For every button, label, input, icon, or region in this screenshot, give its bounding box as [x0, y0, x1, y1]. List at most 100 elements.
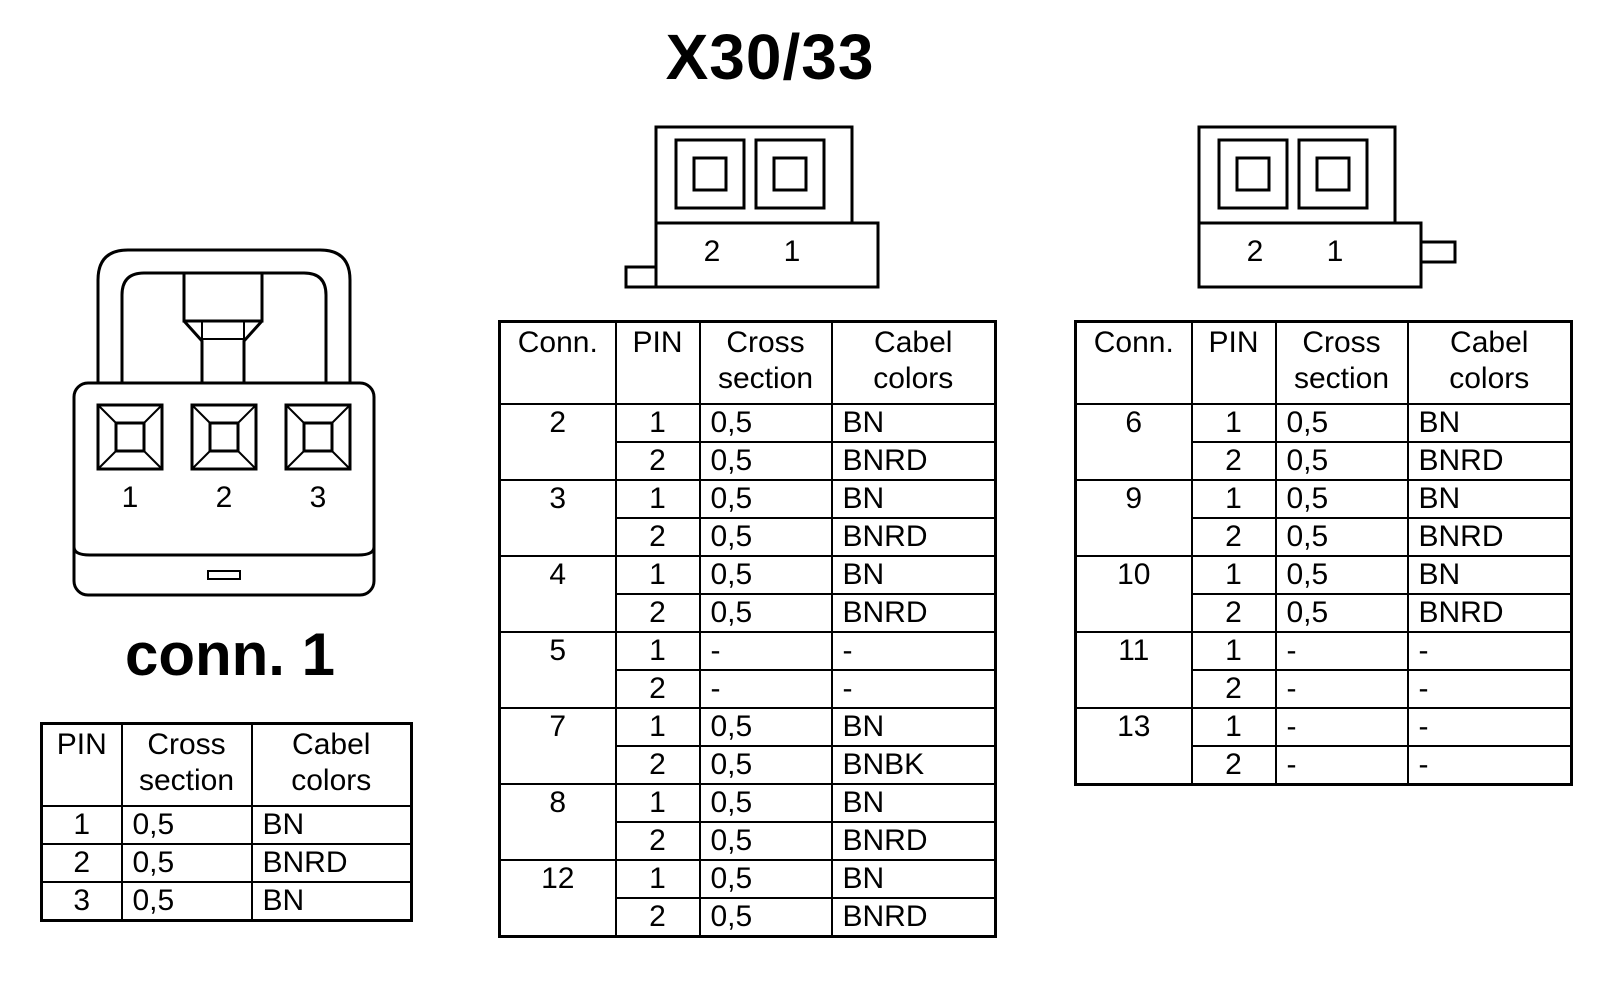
pin-cell: 2 — [614, 669, 701, 709]
cross-section-cell: 0,5 — [698, 517, 833, 557]
cross-section-cell: 0,5 — [698, 897, 833, 938]
cross-section-cell: 0,5 — [1274, 479, 1409, 519]
connector-number-cell: 6 — [1074, 403, 1193, 481]
pin-cell: 1 — [614, 707, 701, 747]
cross-section-cell: 0,5 — [1274, 441, 1409, 481]
cable-color-cell: BN — [830, 783, 997, 823]
table-row: 2-- — [500, 669, 997, 709]
right-connector-drawing: 2 1 — [1197, 125, 1457, 289]
column-header: PIN — [1190, 320, 1277, 405]
cross-section-cell: - — [1274, 707, 1409, 747]
cable-color-cell: BNRD — [830, 441, 997, 481]
conn1-pin-label: 1 — [122, 481, 139, 514]
column-header: PIN — [40, 722, 123, 807]
table-row: 3 0,5 BN — [40, 881, 413, 922]
cross-section-cell: 0,5 — [120, 805, 253, 845]
pin-cell: 1 — [1190, 479, 1277, 519]
cable-color-cell: - — [1406, 707, 1573, 747]
pin-cell: 2 — [1190, 745, 1277, 786]
left-connector-pin-label: 2 — [704, 235, 721, 268]
pin-cell: 3 — [40, 881, 123, 922]
cable-color-cell: BNRD — [830, 517, 997, 557]
connector-number-cell: 4 — [498, 555, 617, 633]
cross-section-cell: - — [1274, 631, 1409, 671]
cross-section-cell: 0,5 — [1274, 403, 1409, 443]
cross-section-cell: - — [698, 669, 833, 709]
cross-section-cell: 0,5 — [698, 707, 833, 747]
connector-number-cell: 9 — [1074, 479, 1193, 557]
pin-cell: 1 — [1190, 403, 1277, 443]
pin-cell: 1 — [614, 631, 701, 671]
table-row: 2-- — [1076, 745, 1573, 786]
cross-section-cell: 0,5 — [1274, 517, 1409, 557]
cross-section-cell: - — [1274, 745, 1409, 786]
connector-number-cell: 12 — [498, 859, 617, 938]
pin-cell: 1 — [1190, 631, 1277, 671]
cross-section-cell: 0,5 — [698, 859, 833, 899]
cable-color-cell: - — [1406, 631, 1573, 671]
conn1-pin-2-icon — [190, 403, 258, 471]
cable-color-cell: BNBK — [830, 745, 997, 785]
cable-color-cell: BN — [1406, 479, 1573, 519]
table-header-row: PIN Cross section Cabel colors — [40, 722, 413, 807]
cross-section-cell: 0,5 — [698, 441, 833, 481]
cable-color-cell: BN — [250, 805, 413, 845]
column-header: Cross section — [120, 722, 253, 807]
cable-color-cell: - — [830, 631, 997, 671]
cable-color-cell: BN — [830, 479, 997, 519]
cross-section-cell: 0,5 — [120, 881, 253, 922]
cable-color-cell: BNRD — [830, 821, 997, 861]
cable-color-cell: BN — [830, 403, 997, 443]
pin-cell: 1 — [1190, 707, 1277, 747]
column-header: PIN — [614, 320, 701, 405]
cross-section-cell: 0,5 — [120, 843, 253, 883]
cable-color-cell: - — [830, 669, 997, 709]
cable-color-cell: BNRD — [250, 843, 413, 883]
cable-color-cell: - — [1406, 669, 1573, 709]
table-row: 2-- — [1076, 669, 1573, 709]
conn1-connector-drawing: 1 2 3 — [72, 248, 376, 597]
left-connector-pin-1-icon — [754, 138, 826, 210]
cross-section-cell: 0,5 — [698, 745, 833, 785]
column-header: Cabel colors — [830, 320, 997, 405]
connector-number-cell: 8 — [498, 783, 617, 861]
pin-cell: 2 — [614, 821, 701, 861]
cable-color-cell: BN — [830, 859, 997, 899]
cross-section-cell: 0,5 — [698, 479, 833, 519]
diagram-title: X30/33 — [665, 21, 875, 93]
pin-cell: 2 — [1190, 441, 1277, 481]
table-row: 1 0,5 BN — [40, 805, 413, 845]
right-connector-pin-label: 1 — [1327, 235, 1344, 268]
pin-cell: 1 — [614, 479, 701, 519]
cross-section-cell: 0,5 — [698, 403, 833, 443]
cross-section-cell: 0,5 — [1274, 555, 1409, 595]
cross-section-cell: 0,5 — [1274, 593, 1409, 633]
right-connector-pin-1-icon — [1297, 138, 1369, 210]
column-header: Conn. — [1074, 320, 1193, 405]
cross-section-cell: 0,5 — [698, 821, 833, 861]
cable-color-cell: BNRD — [1406, 517, 1573, 557]
pin-cell: 1 — [614, 859, 701, 899]
left-connector-pin-label: 1 — [784, 235, 801, 268]
column-header: Conn. — [498, 320, 617, 405]
pin-cell: 2 — [614, 593, 701, 633]
cable-color-cell: - — [1406, 745, 1573, 786]
connector-number-cell: 11 — [1074, 631, 1193, 709]
pin-cell: 1 — [614, 403, 701, 443]
cable-color-cell: BN — [830, 555, 997, 595]
conn1-pin-1-icon — [96, 403, 164, 471]
